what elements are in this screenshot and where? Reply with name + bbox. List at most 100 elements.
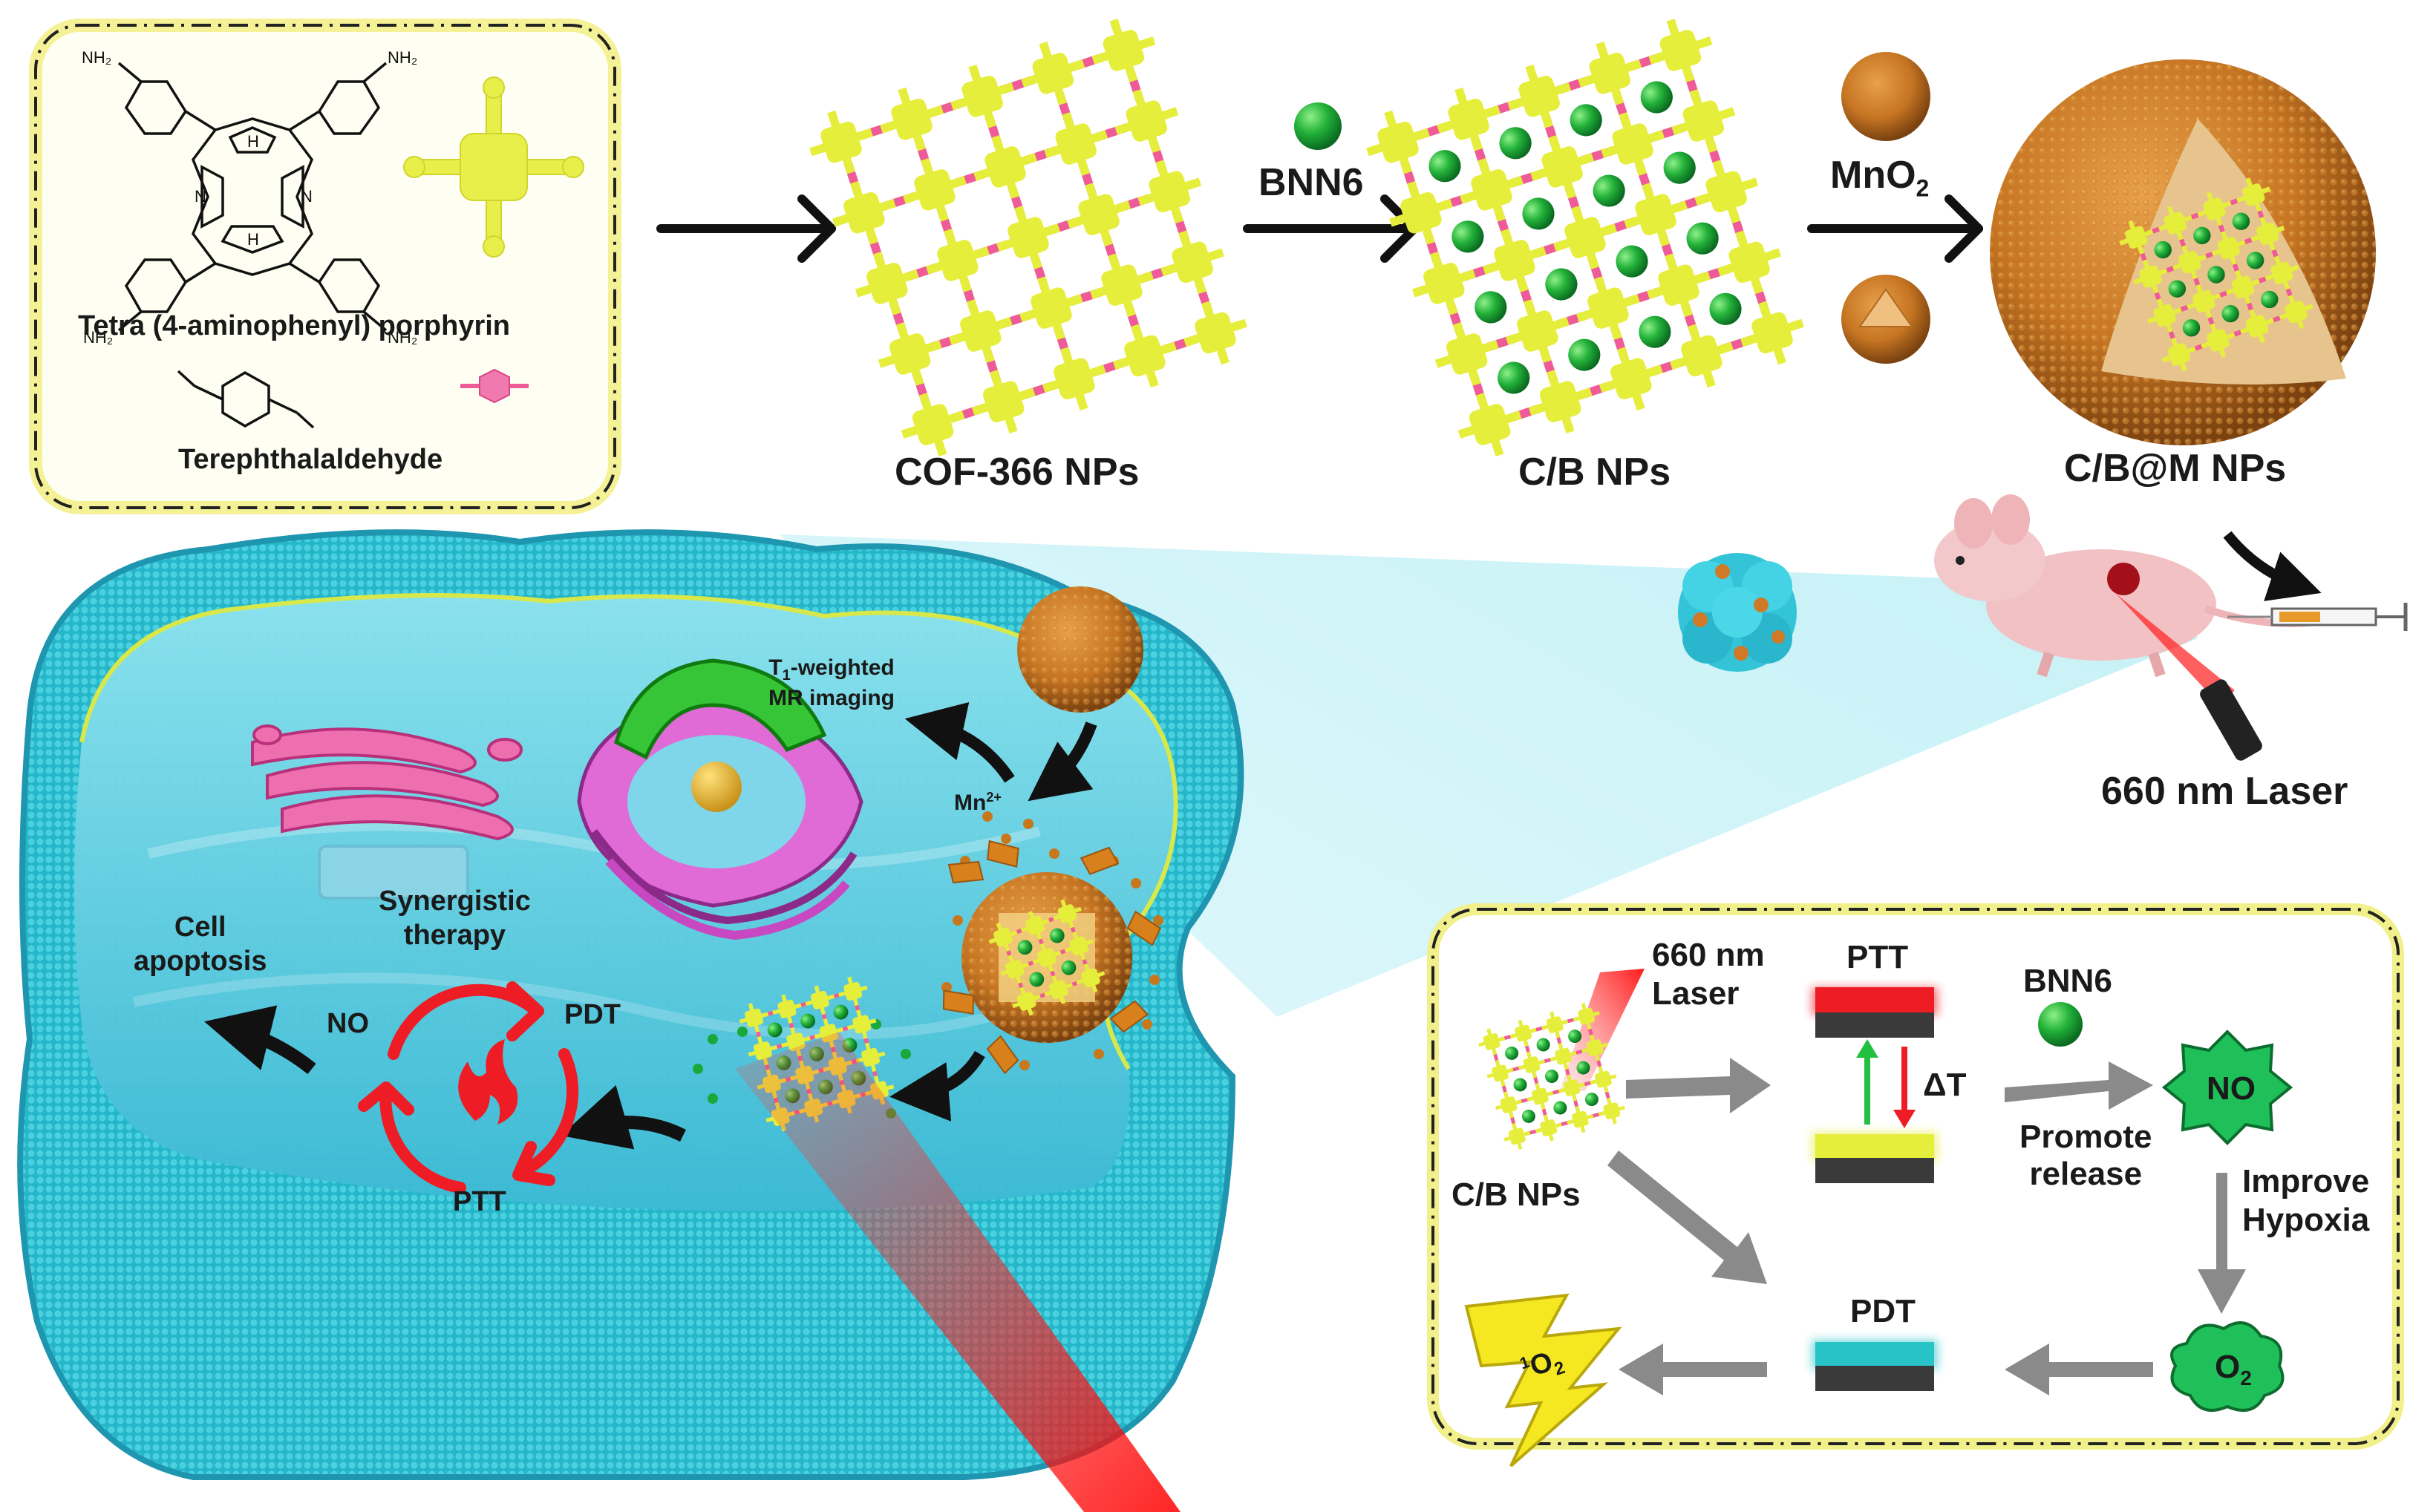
cof-node-arm	[1083, 963, 1098, 993]
o2-label: O2	[2215, 1351, 2252, 1389]
synergy-label: Synergistic therapy	[379, 887, 531, 949]
bnn6-molecule	[1505, 1046, 1519, 1060]
cof-node-arm	[2249, 309, 2265, 344]
bnn6-molecule	[1568, 1030, 1582, 1044]
cof-node-arm	[1581, 1003, 1592, 1030]
relaxation-arrowhead	[1893, 1110, 1916, 1128]
cof-node-arm	[1688, 324, 1716, 388]
pyrrole-h-top: H	[247, 132, 259, 151]
laser-label: 660 nm Laser	[2101, 770, 2348, 813]
improve-hypoxia-label: Improve Hypoxia	[2242, 1165, 2369, 1237]
cof-node-arm	[2288, 295, 2305, 330]
cof-node-arm	[1535, 1082, 1546, 1110]
mech-cb-lattice	[1478, 1003, 1625, 1150]
lightning-icon	[1464, 1293, 1622, 1467]
cof-node-arm	[1028, 911, 1042, 940]
bnn6-molecule	[1475, 291, 1507, 324]
bnn6-ball-icon	[1294, 102, 1342, 150]
cof-node-arm	[944, 229, 972, 292]
cof-node-arm	[1616, 347, 1645, 411]
cof-node-arm	[1014, 206, 1042, 269]
mno2-hollow-sphere-icon	[1841, 275, 1930, 364]
bnn6-molecule	[1499, 127, 1532, 160]
mno2-fragment	[986, 1035, 1019, 1075]
mech-cb-label: C/B NPs	[1452, 1176, 1581, 1213]
mno2-fragments	[942, 840, 1162, 1075]
injection-arrow	[2223, 531, 2322, 601]
improve-line1: Improve	[2242, 1163, 2370, 1200]
bnn6-molecule	[2182, 319, 2201, 337]
cell-pdt-label: PDT	[564, 999, 621, 1030]
mno2-fragment	[1109, 1000, 1149, 1033]
cof-node-arm	[1051, 975, 1065, 1004]
cof-node-arm	[1109, 19, 1138, 82]
cof-node-arm	[1039, 943, 1054, 972]
excitation-arrowhead	[1856, 1039, 1878, 1058]
promote-line1: Promote	[2019, 1119, 2152, 1155]
mn-ion	[1142, 1019, 1152, 1030]
amine-label-br: NH₂	[388, 328, 417, 347]
arrow-1	[656, 194, 836, 263]
ground-state-bar	[1812, 1132, 1938, 1183]
cof-node-arm	[864, 1042, 877, 1073]
cof-node-arm	[748, 1003, 760, 1033]
cof-node-arm	[1019, 986, 1033, 1016]
bnn6-molecule	[1709, 292, 1742, 325]
nucleus-and-er	[577, 658, 863, 940]
cof-node-arm	[2181, 245, 2198, 280]
mno2-fragment	[1080, 846, 1120, 875]
mno2-fragment	[947, 860, 984, 884]
bnn6-molecule	[1061, 960, 1077, 975]
cell-ptt-label: PTT	[453, 1186, 506, 1217]
gray-arrows	[1607, 1058, 2246, 1395]
bnn6-molecule	[1593, 174, 1625, 207]
cof-node-arm	[1525, 64, 1554, 128]
mech-laser-label: 660 nm Laser	[1652, 939, 1765, 1010]
apoptosis-line1: Cell	[174, 912, 226, 943]
cof-node-arm	[1071, 931, 1086, 960]
cof-node-arm	[1665, 253, 1693, 318]
mech-laser-beam	[1559, 969, 1645, 1091]
porphyrin-structure	[117, 62, 388, 429]
bnn6-molecule	[2168, 280, 2187, 298]
mech-bnn6-label: BNN6	[2023, 963, 2112, 999]
mno2-text: MnO	[1830, 154, 1916, 197]
aldehyde-label: Terephthalaldehyde	[178, 444, 443, 475]
t1-imaging-label: T1-weighted MR imaging	[768, 657, 895, 710]
cof-node-arm	[2128, 220, 2145, 255]
released-bnn6	[737, 1027, 748, 1037]
mn-text: Mn	[954, 791, 987, 815]
cof-node-arm	[872, 251, 901, 315]
mno2-fragment	[942, 989, 975, 1015]
mn-ion	[1049, 848, 1059, 859]
t1-text: T	[768, 655, 783, 680]
cof-node-arm	[2167, 206, 2184, 240]
cof-node-arm	[1060, 899, 1074, 929]
ptt-bar	[1812, 987, 1938, 1038]
cof-node-arm	[991, 135, 1019, 199]
amine-label-tl: NH₂	[82, 48, 111, 67]
mno2-subscript: 2	[1916, 174, 1930, 202]
cof-node-arm	[1037, 276, 1065, 340]
arrow-particle-entry	[1028, 721, 1097, 802]
cof-node-arm	[1407, 180, 1435, 245]
bnn6-molecule	[2246, 252, 2264, 269]
cof-node-arm	[1429, 251, 1458, 315]
porphyrin-label: Tetra (4-aminophenyl) porphyrin	[78, 310, 511, 341]
bnn6-molecule	[2232, 212, 2250, 230]
cb-lattice	[1366, 19, 1804, 456]
bnn6-molecule	[1686, 222, 1719, 255]
cof-node-arm	[2273, 255, 2290, 290]
reactants-panel	[29, 19, 621, 514]
bnn6-molecule	[767, 1022, 783, 1038]
cof-node-arm	[918, 393, 947, 456]
mn-ion	[953, 915, 963, 926]
bnn6-molecule	[1570, 104, 1602, 137]
cof-node-arm	[898, 87, 926, 151]
cof-node-arm	[1689, 89, 1718, 153]
cof-node-arm	[2142, 259, 2159, 294]
cof-node-arm	[989, 370, 1018, 433]
mn-ion	[1149, 975, 1160, 985]
cof-node-arm	[1059, 347, 1088, 411]
